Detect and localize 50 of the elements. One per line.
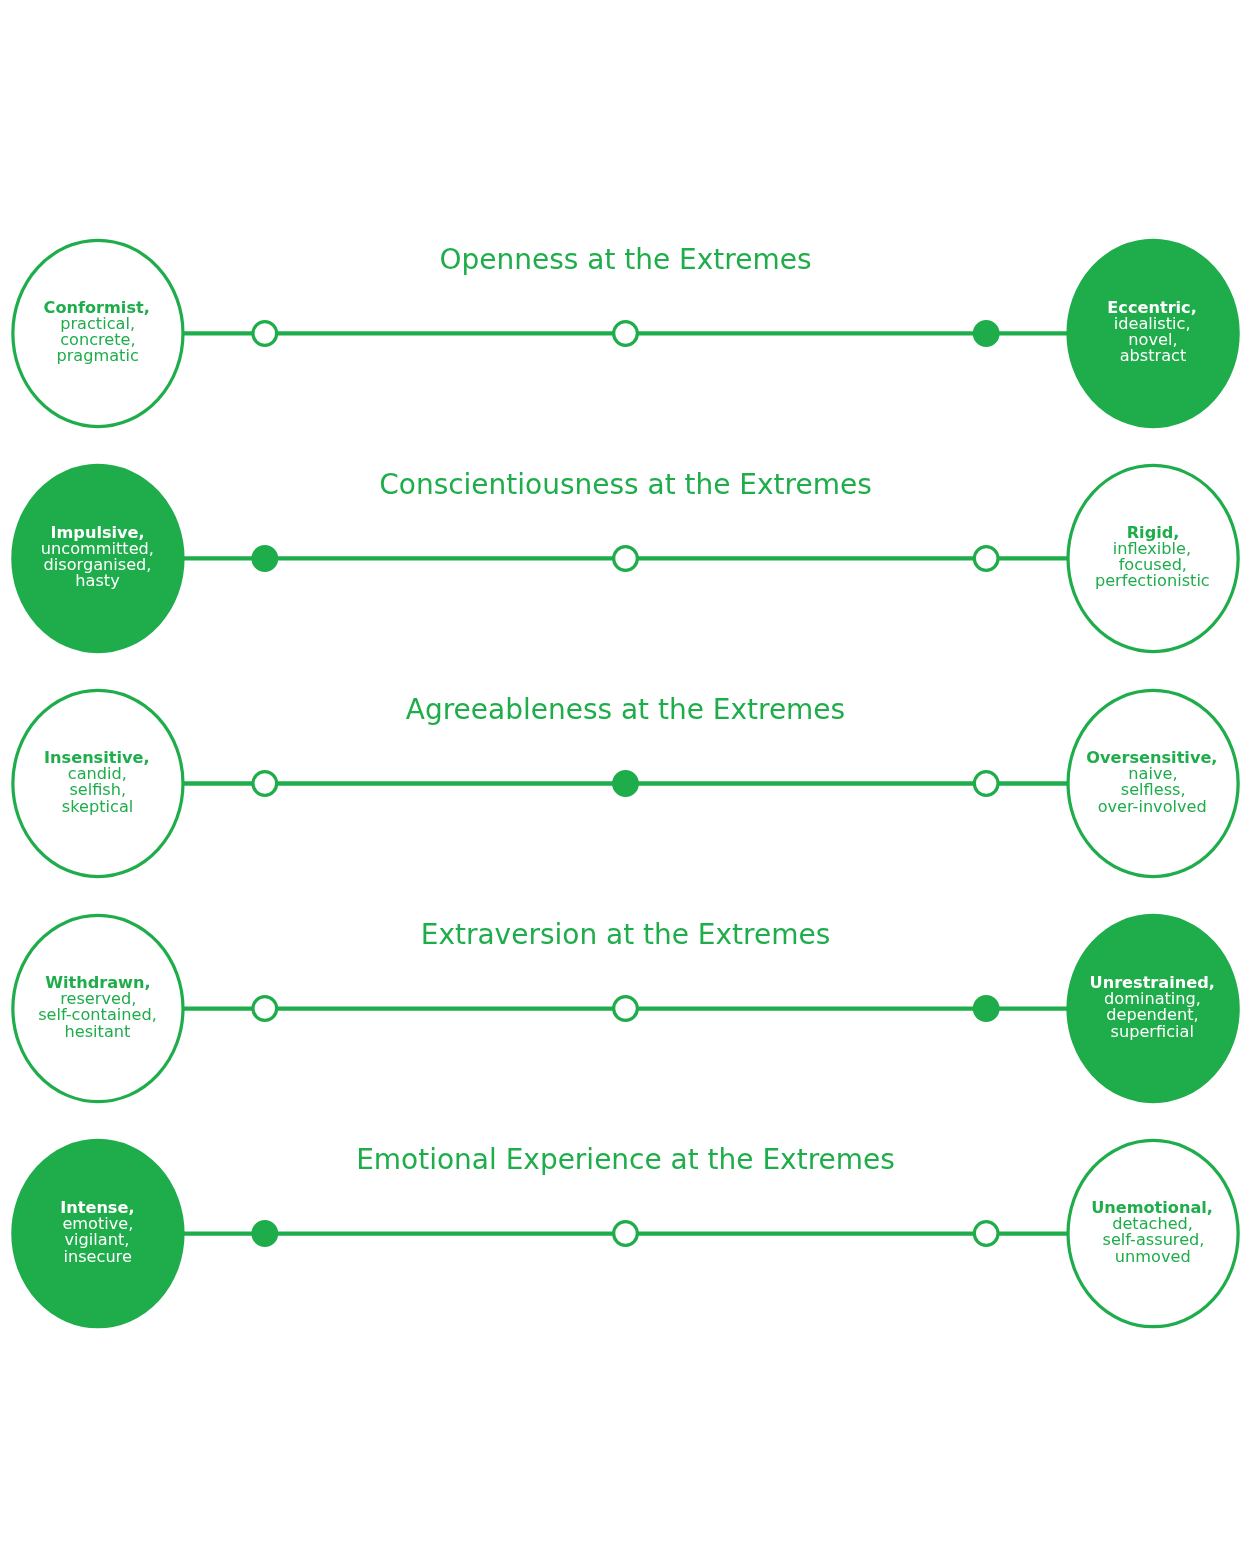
connector xyxy=(998,556,1068,561)
node-circle: Intense, emotive, vigilant, insecure xyxy=(11,1138,185,1329)
node-circle xyxy=(251,770,279,797)
connector xyxy=(183,556,253,561)
connector xyxy=(277,1006,614,1011)
connector xyxy=(277,781,614,786)
label: Openness at the Extremes xyxy=(439,243,812,277)
connector xyxy=(637,781,975,786)
node-circle xyxy=(972,545,1000,572)
node-circle xyxy=(251,320,279,347)
connector xyxy=(277,1231,614,1236)
connector xyxy=(277,556,614,561)
node-circle xyxy=(972,320,1000,347)
connector xyxy=(998,1231,1068,1236)
label: Conscientiousness at the Extremes xyxy=(379,468,872,502)
node-circle: Unemotional, detached, self-assured, unmoved xyxy=(1066,1138,1240,1329)
node-circle: Withdrawn, reserved, self-contained, hesitant xyxy=(11,913,185,1104)
node-circle xyxy=(972,770,1000,797)
node-circle xyxy=(972,1220,1000,1247)
node-circle xyxy=(612,1220,639,1247)
connector xyxy=(998,781,1068,786)
connector xyxy=(637,1231,975,1236)
node-circle: Impulsive, uncommitted, disorganised, hasty xyxy=(11,463,185,654)
node-circle: Rigid, inflexible, focused, perfectionistic xyxy=(1066,463,1240,654)
connector xyxy=(277,331,614,336)
node-circle: Unrestrained, dominating, dependent, superficial xyxy=(1066,913,1240,1104)
label: Agreeableness at the Extremes xyxy=(405,693,846,727)
connector xyxy=(637,1006,975,1011)
connector xyxy=(183,1006,253,1011)
node-circle xyxy=(612,320,639,347)
node-circle: Conformist, practical, concrete, pragmatic xyxy=(11,238,185,429)
connector xyxy=(637,556,975,561)
connector xyxy=(998,1006,1068,1011)
node-circle: Eccentric, idealistic, novel, abstract xyxy=(1066,238,1240,429)
label: Emotional Experience at the Extremes xyxy=(356,1143,895,1177)
node-circle xyxy=(251,545,279,572)
node-circle xyxy=(612,770,639,797)
connector xyxy=(183,1231,253,1236)
connector xyxy=(183,331,253,336)
connector xyxy=(998,331,1068,336)
node-circle: Insensitive, candid, selfish, skeptical xyxy=(11,688,185,879)
node-circle xyxy=(251,995,279,1022)
node-circle xyxy=(251,1220,279,1247)
node-circle xyxy=(612,545,639,572)
label: Extraversion at the Extremes xyxy=(420,918,831,952)
connector xyxy=(637,331,975,336)
node-circle: Oversensitive, naive, selfless, over-involved xyxy=(1066,688,1240,879)
connector xyxy=(183,781,253,786)
node-circle xyxy=(612,995,639,1022)
node-circle xyxy=(972,995,1000,1022)
